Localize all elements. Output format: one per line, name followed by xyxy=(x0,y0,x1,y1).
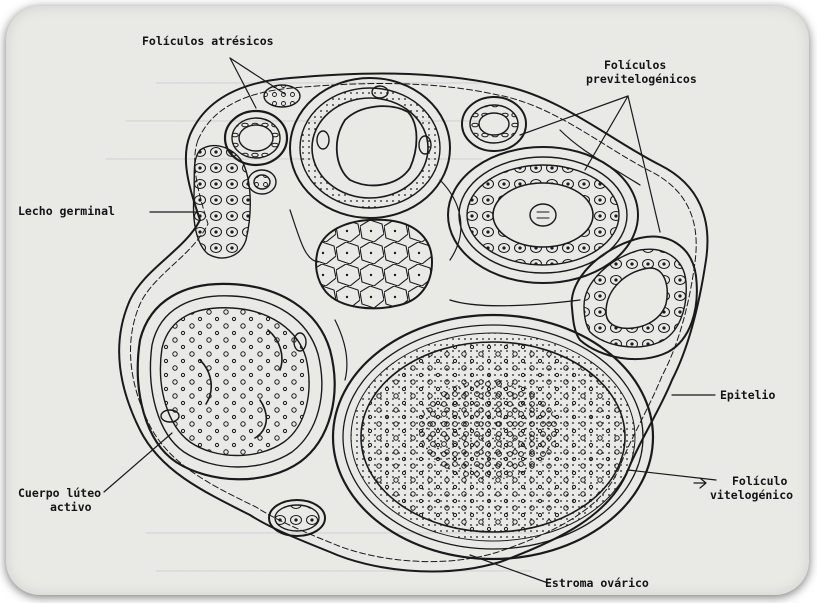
foliculo-pequeno-superior xyxy=(462,97,526,151)
foliculo-pequeno-inferior xyxy=(269,500,325,536)
foliculo-vitelogenico xyxy=(333,315,653,559)
label-cuerpo-luteo-line1: Cuerpo lúteo xyxy=(18,486,101,500)
label-lecho-germinal: Lecho germinal xyxy=(18,204,115,218)
foliculo-previtelogenico-derecho xyxy=(448,147,638,283)
label-foliculo-vitelogenico-line1: Folículo xyxy=(732,474,787,488)
masa-celular-poligonal xyxy=(316,220,432,309)
label-foliculos-atresicos: Folículos atrésicos xyxy=(142,34,274,48)
label-cuerpo-luteo-line2: activo xyxy=(50,500,92,514)
label-epitelio: Epitelio xyxy=(720,388,775,402)
label-foliculos-previtelogenicos-line1: Folículos xyxy=(604,58,666,72)
label-foliculo-vitelogenico-line2: vitelogénico xyxy=(710,488,793,502)
label-foliculos-previtelogenicos-line2: previtelogénicos xyxy=(586,72,697,86)
foliculo-previtelogenico-superior xyxy=(290,78,450,218)
label-estroma-ovarico: Estroma ovárico xyxy=(545,576,649,590)
